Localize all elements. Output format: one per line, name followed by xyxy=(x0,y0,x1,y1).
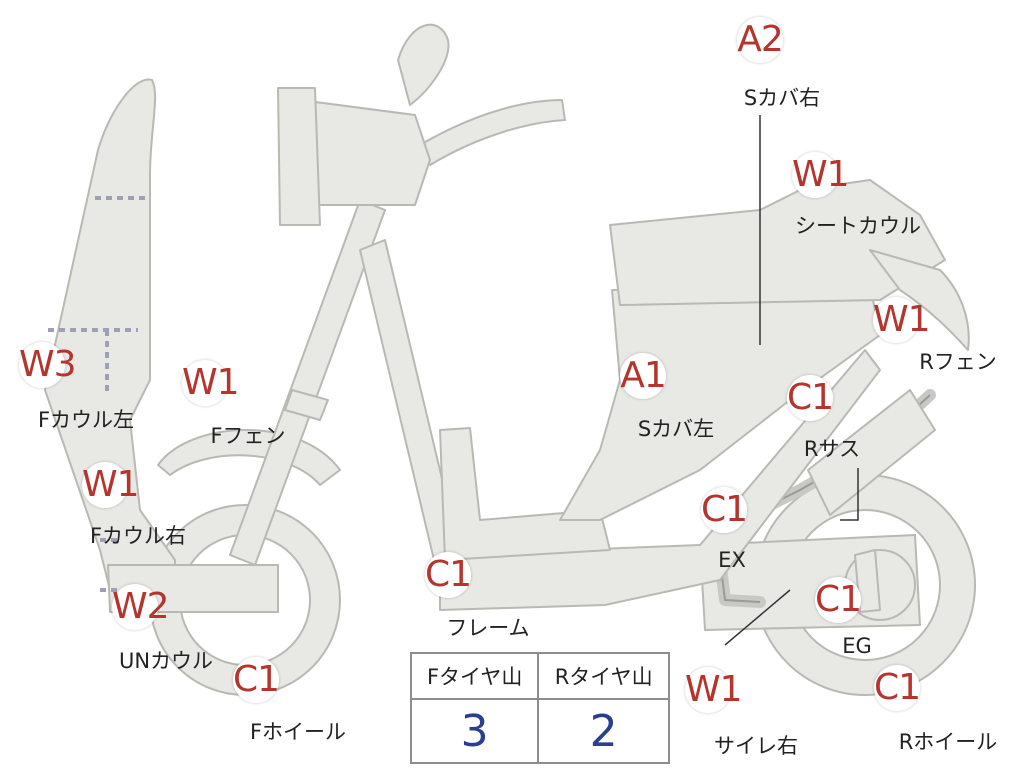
part-label: Rサス xyxy=(803,437,861,461)
part-label: UNカウル xyxy=(118,649,214,673)
part-label: Rフェン xyxy=(919,350,997,374)
handlebar-shape xyxy=(419,99,566,166)
grade-badge-icon: C1 xyxy=(874,665,921,711)
muffler-shape xyxy=(807,389,936,516)
grade-badge-icon: W1 xyxy=(182,360,240,406)
part-label: Sカバ左 xyxy=(637,417,715,441)
mirror-shape xyxy=(397,23,450,106)
part-label: サイレ右 xyxy=(714,734,798,758)
rear-tire-tread-value: 2 xyxy=(537,698,670,764)
part-label: EG xyxy=(842,634,872,658)
grade-badge-icon: C1 xyxy=(787,375,834,421)
grade-badge-icon: A2 xyxy=(737,17,784,63)
grade-badge-icon: A1 xyxy=(620,353,667,399)
leader-line-r-suspension xyxy=(840,468,859,521)
part-label: シートカウル xyxy=(795,214,921,238)
grade-badge-icon: C1 xyxy=(425,552,472,598)
seat-shape xyxy=(609,179,946,306)
front-cowl-shape xyxy=(44,78,176,611)
leader-line-muffler xyxy=(724,589,791,646)
grade-badge-icon: C1 xyxy=(233,657,280,703)
part-label: Fカウル左 xyxy=(37,408,135,432)
front-tire-tread-value: 3 xyxy=(409,698,540,764)
front-tire-tread-header: Fタイヤ山 xyxy=(409,652,540,700)
part-label: Sカバ右 xyxy=(743,86,821,110)
grade-badge-icon: W2 xyxy=(112,584,170,630)
grade-badge-icon: W3 xyxy=(19,342,77,388)
grade-badge-icon: C1 xyxy=(701,487,748,533)
part-label: Fフェン xyxy=(210,424,286,448)
grade-badge-icon: C1 xyxy=(815,577,862,623)
grade-badge-icon: W1 xyxy=(792,152,850,198)
part-label: EX xyxy=(718,548,746,572)
part-label: Fホイール xyxy=(249,720,347,744)
part-label: Rホイール xyxy=(898,730,998,754)
part-label: フレーム xyxy=(446,616,530,640)
grade-badge-icon: W1 xyxy=(82,462,140,508)
front-fork-shape xyxy=(229,199,386,566)
tire-tread-table: Fタイヤ山 Rタイヤ山 3 2 xyxy=(409,652,670,764)
tail-shape xyxy=(869,249,970,351)
part-label: Fカウル右 xyxy=(89,524,187,548)
grade-badge-icon: W1 xyxy=(685,667,743,713)
grade-badge-icon: W1 xyxy=(873,297,931,343)
rear-tire-tread-header: Rタイヤ山 xyxy=(537,652,670,700)
